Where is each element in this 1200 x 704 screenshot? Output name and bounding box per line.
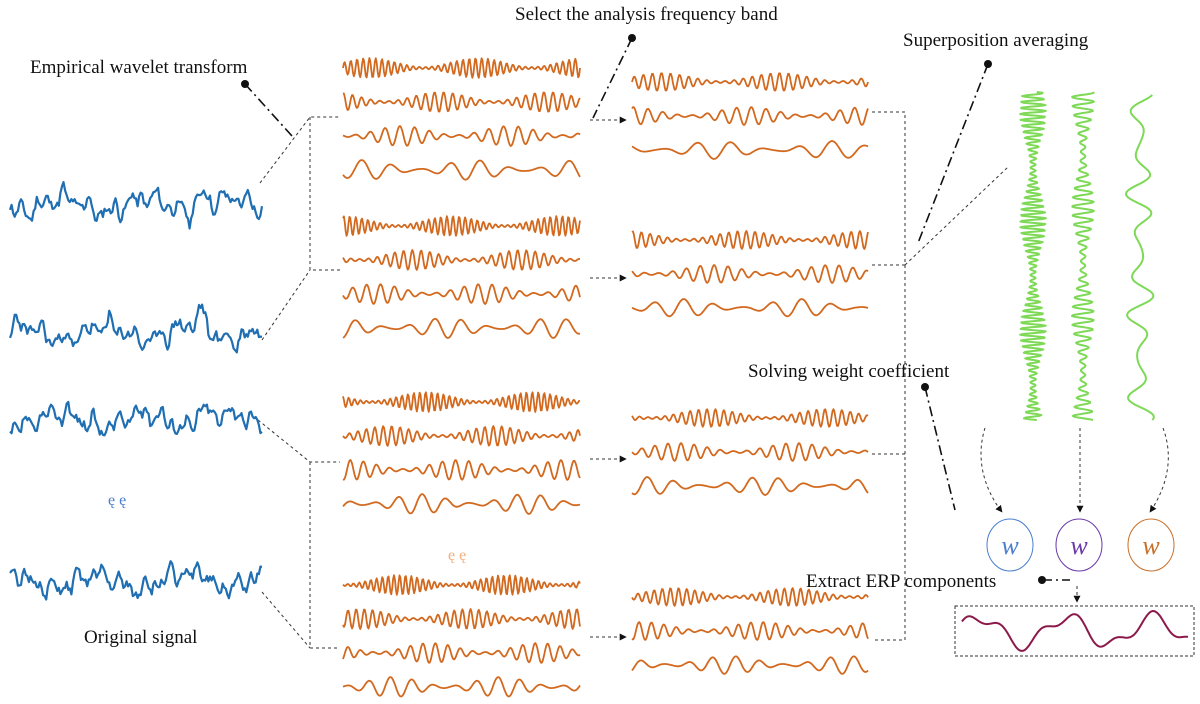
selected-band-2-2 xyxy=(631,264,869,284)
weight-circle-3 xyxy=(1127,518,1175,572)
weight-circle-1 xyxy=(986,518,1034,572)
selected-band-4-2 xyxy=(631,621,869,641)
original-signal-3 xyxy=(9,400,263,437)
superposition-label: Superposition averaging xyxy=(903,30,1089,51)
ewt-component-4-3 xyxy=(342,642,581,664)
original-signal-label: Original signal xyxy=(84,627,197,648)
selected-band-2-3 xyxy=(631,298,869,318)
ellipsis-orange: ę ę xyxy=(448,547,466,564)
ewt-component-3-4 xyxy=(342,493,581,515)
original-signal-4 xyxy=(9,560,263,601)
waveforms xyxy=(8,57,1189,698)
weight-arrows xyxy=(980,427,1169,603)
ewt-component-2-4 xyxy=(342,317,581,339)
ewt-component-2-2 xyxy=(342,249,581,271)
selected-band-3-3 xyxy=(631,476,869,496)
selected-band-3-2 xyxy=(631,442,869,462)
select-band-label: Select the analysis frequency band xyxy=(515,4,778,25)
erp-result-box xyxy=(954,605,1195,657)
band-arrows xyxy=(590,116,627,641)
ewt-component-4-2 xyxy=(342,608,581,630)
selected-band-3-1 xyxy=(631,408,869,428)
solving-weight-label: Solving weight coefficient xyxy=(748,361,950,382)
ewt-component-2-3 xyxy=(342,283,581,305)
ewt-component-4-1 xyxy=(342,574,581,596)
ellipsis-blue: ę ę xyxy=(108,492,126,509)
selected-bracket xyxy=(872,111,1009,641)
averaged-band-2 xyxy=(1071,91,1095,421)
original-signal-2 xyxy=(8,303,263,354)
ewt-component-3-3 xyxy=(342,459,581,481)
leader-lines xyxy=(241,34,1070,584)
ewt-component-1-4 xyxy=(342,159,581,181)
ewt-component-3-1 xyxy=(342,391,581,413)
weight-circle-2 xyxy=(1055,518,1103,572)
averaged-band-3 xyxy=(1125,94,1155,421)
selected-band-1-3 xyxy=(631,140,869,160)
ewt-component-1-1 xyxy=(342,57,581,79)
erp-component-wave xyxy=(961,610,1189,652)
ewt-component-4-4 xyxy=(342,676,581,698)
ewt-component-2-1 xyxy=(342,215,581,237)
selected-band-1-2 xyxy=(631,106,869,126)
ewt-component-1-2 xyxy=(342,91,581,113)
selected-band-4-1 xyxy=(631,587,869,607)
weight-label-1: w xyxy=(1001,531,1019,560)
weight-label-3: w xyxy=(1142,531,1160,560)
ewt-connectors xyxy=(257,116,340,649)
selected-band-1-1 xyxy=(631,72,869,92)
original-signal-1 xyxy=(8,181,264,230)
selected-band-4-3 xyxy=(631,655,869,675)
ewt-label: Empirical wavelet transform xyxy=(30,57,248,78)
averaged-band-1 xyxy=(1019,91,1047,421)
ewt-component-1-3 xyxy=(342,125,581,147)
weight-circles: w w w xyxy=(986,518,1175,572)
extract-erp-label: Extract ERP components xyxy=(806,571,996,592)
weight-label-2: w xyxy=(1070,531,1088,560)
selected-band-2-1 xyxy=(631,230,869,250)
ewt-component-3-2 xyxy=(342,425,581,447)
